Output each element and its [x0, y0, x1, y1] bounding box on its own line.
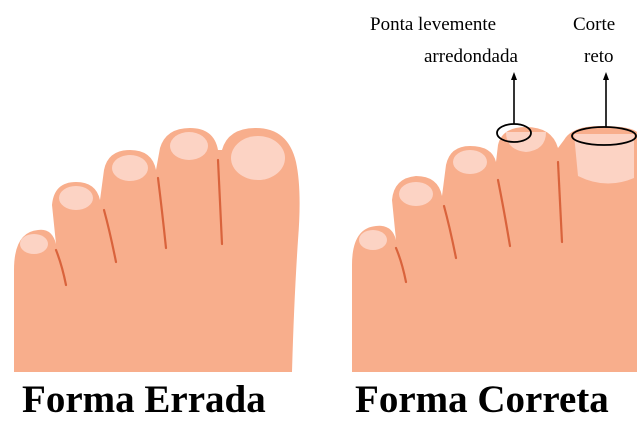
- nail-wrong-5: [20, 234, 48, 254]
- nail-right-5: [359, 230, 387, 250]
- foot-right-shape: [352, 126, 637, 372]
- nail-wrong-4: [59, 186, 93, 210]
- straight-cut-label-line1: Corte: [573, 14, 615, 35]
- nail-right-1: [574, 134, 634, 184]
- nail-right-3: [453, 150, 487, 174]
- nail-wrong-1: [231, 136, 285, 180]
- rounded-tip-arrowhead: [511, 72, 517, 80]
- nail-right-4: [399, 182, 433, 206]
- caption-wrong-shape: Forma Errada: [22, 380, 266, 419]
- caption-correct-shape: Forma Correta: [355, 380, 609, 419]
- nail-wrong-3: [112, 155, 148, 181]
- foot-wrong-shape: [14, 128, 300, 372]
- annotation-rounded-tip: Ponta levemente arredondada: [370, 14, 531, 142]
- rounded-tip-label-line2: arredondada: [424, 46, 518, 67]
- annotation-straight-cut: Corte reto: [572, 14, 636, 145]
- nail-wrong-2: [170, 132, 208, 160]
- rounded-tip-label-line1: Ponta levemente: [370, 14, 496, 35]
- straight-cut-arrowhead: [603, 72, 609, 80]
- straight-cut-label-line2: reto: [584, 46, 614, 67]
